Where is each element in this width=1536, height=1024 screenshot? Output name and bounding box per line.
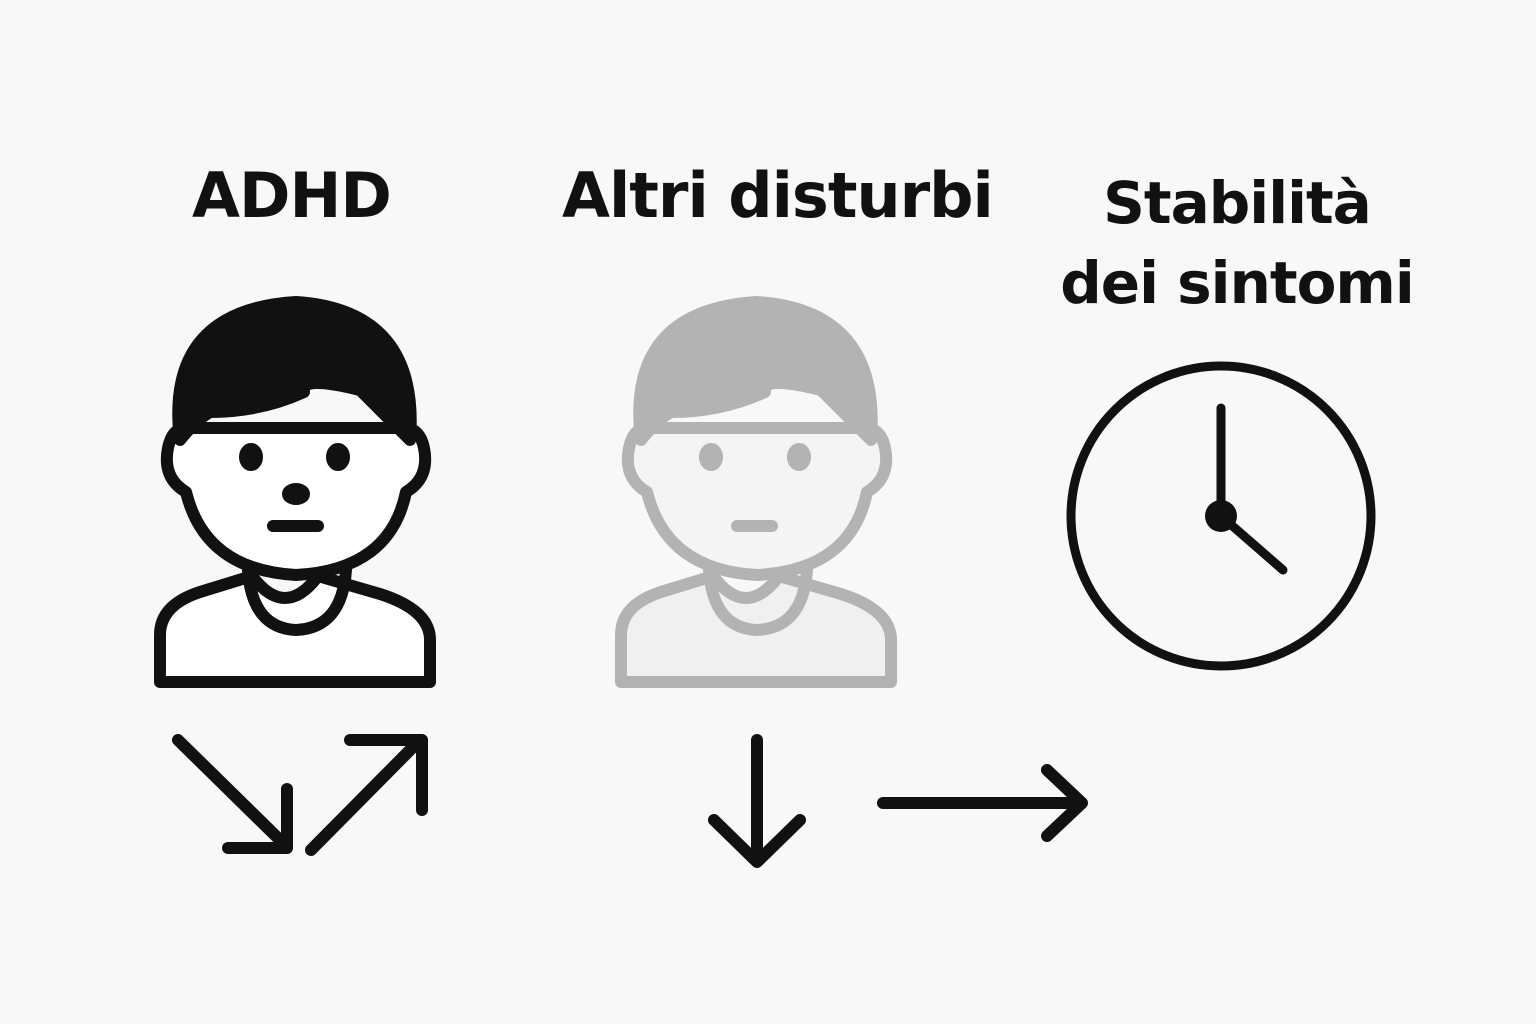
clock-icon	[1066, 361, 1376, 671]
symptom-stability-label: Stabilità dei sintomi	[1042, 163, 1432, 323]
symptom-stability-label-line-2: dei sintomi	[1060, 249, 1415, 317]
arrow-right-icon	[877, 764, 1088, 842]
other-disorders-child-icon	[615, 296, 897, 688]
arrow-up-right-icon	[305, 734, 428, 856]
symptom-stability-label-line-1: Stabilità	[1103, 169, 1372, 237]
adhd-label: ADHD	[192, 159, 392, 232]
arrow-down-right-icon	[172, 734, 293, 854]
arrow-down-icon	[708, 734, 806, 868]
adhd-child-icon	[154, 296, 436, 688]
other-disorders-label: Altri disturbi	[562, 159, 994, 232]
